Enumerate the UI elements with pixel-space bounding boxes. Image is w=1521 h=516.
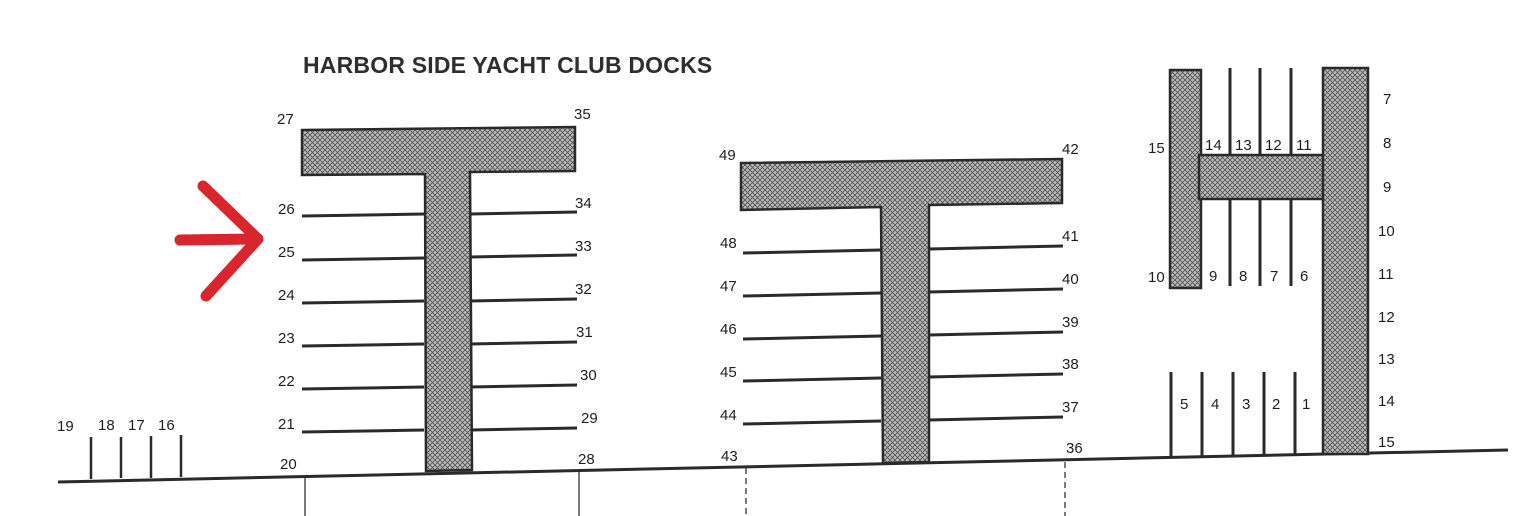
shoreline (57, 448, 1509, 484)
slip-label: 46 (720, 321, 737, 338)
slip-line (742, 334, 882, 341)
pier-walkway (1321, 66, 1370, 456)
pier-walkway (1197, 153, 1326, 201)
pier-walkway (1168, 68, 1203, 290)
slip-line (742, 248, 882, 255)
slip-line (469, 426, 578, 432)
slip-label: 9 (1209, 268, 1217, 285)
slip-label: 14 (1205, 137, 1222, 154)
slip-label: 24 (278, 287, 295, 304)
slip-label: 8 (1383, 135, 1391, 152)
slip-label: 12 (1265, 137, 1282, 154)
slip-label: 2 (1272, 396, 1280, 413)
slip-label: 43 (721, 448, 738, 465)
slip-line (301, 342, 425, 348)
slip-label: 39 (1062, 314, 1079, 331)
slip-label: 10 (1148, 269, 1165, 286)
slip-label: 36 (1066, 440, 1083, 457)
slip-line (301, 385, 425, 391)
pier-walkway (300, 125, 577, 473)
slip-label: 5 (1180, 396, 1188, 413)
slip-label: 7 (1270, 268, 1278, 285)
slip-label: 38 (1062, 356, 1079, 373)
slip-line (742, 376, 882, 383)
slip-line (928, 415, 1064, 422)
slip-label: 30 (580, 367, 597, 384)
slip-label: 19 (57, 418, 74, 435)
slip-label: 37 (1062, 399, 1079, 416)
slip-label: 40 (1062, 271, 1079, 288)
slip-label: 1 (1302, 396, 1310, 413)
slip-line (301, 299, 425, 305)
slip-label: 17 (128, 417, 145, 434)
slip-label: 27 (277, 111, 294, 128)
slip-label: 3 (1242, 396, 1250, 413)
slip-label: 13 (1378, 351, 1395, 368)
slip-line (301, 212, 425, 218)
slip-line (742, 419, 882, 426)
slip-label: 4 (1211, 396, 1219, 413)
slip-line (928, 372, 1064, 379)
slip-line (301, 428, 425, 434)
slip-label: 42 (1062, 141, 1079, 158)
slip-label: 20 (280, 456, 297, 473)
slip-label: 28 (578, 451, 595, 468)
slip-line (469, 297, 578, 303)
slip-label: 7 (1383, 91, 1391, 108)
slip-line (469, 210, 578, 216)
slip-label: 31 (576, 324, 593, 341)
slip-label: 15 (1378, 434, 1395, 451)
slip-line (928, 244, 1064, 251)
slip-label: 34 (575, 195, 592, 212)
shore-slips (89, 435, 183, 479)
slip-label: 16 (158, 417, 175, 434)
slip-label: 44 (720, 407, 737, 424)
slip-label: 13 (1235, 137, 1252, 154)
slip-line (742, 291, 882, 298)
slip-label: 25 (278, 244, 295, 261)
slip-label: 32 (575, 281, 592, 298)
slip-label: 18 (98, 417, 115, 434)
slip-label: 26 (278, 201, 295, 218)
slip-label: 47 (720, 278, 737, 295)
slip-label: 11 (1378, 266, 1394, 283)
slip-label: 12 (1378, 309, 1395, 326)
slip-line (469, 340, 578, 346)
slip-label: 22 (278, 373, 295, 390)
slip-label: 45 (720, 364, 737, 381)
slip-label: 49 (719, 147, 736, 164)
slip-label: 29 (581, 410, 598, 427)
slip-line (301, 256, 425, 262)
slip-line (469, 383, 578, 389)
dock-3 (1168, 66, 1370, 457)
slip-label: 33 (575, 238, 592, 255)
dock-1 (300, 125, 578, 473)
slip-label: 6 (1300, 268, 1308, 285)
slip-line (469, 253, 578, 259)
slip-label: 10 (1378, 223, 1395, 240)
pier-walkway (739, 157, 1064, 465)
slip-label: 35 (574, 106, 591, 123)
slip-label: 48 (720, 235, 737, 252)
dock-2 (739, 157, 1064, 465)
slip-label: 21 (278, 416, 295, 433)
slip-line (928, 330, 1064, 337)
red-arrow-icon (174, 180, 264, 302)
slip-label: 8 (1239, 268, 1247, 285)
slip-label: 15 (1148, 140, 1165, 157)
page-title: HARBOR SIDE YACHT CLUB DOCKS (303, 52, 713, 78)
slip-label: 41 (1062, 228, 1079, 245)
slip-line (928, 287, 1064, 294)
slip-label: 14 (1378, 393, 1395, 410)
slip-label: 9 (1383, 179, 1391, 196)
slip-label: 11 (1296, 137, 1312, 154)
slip-label: 23 (278, 330, 295, 347)
